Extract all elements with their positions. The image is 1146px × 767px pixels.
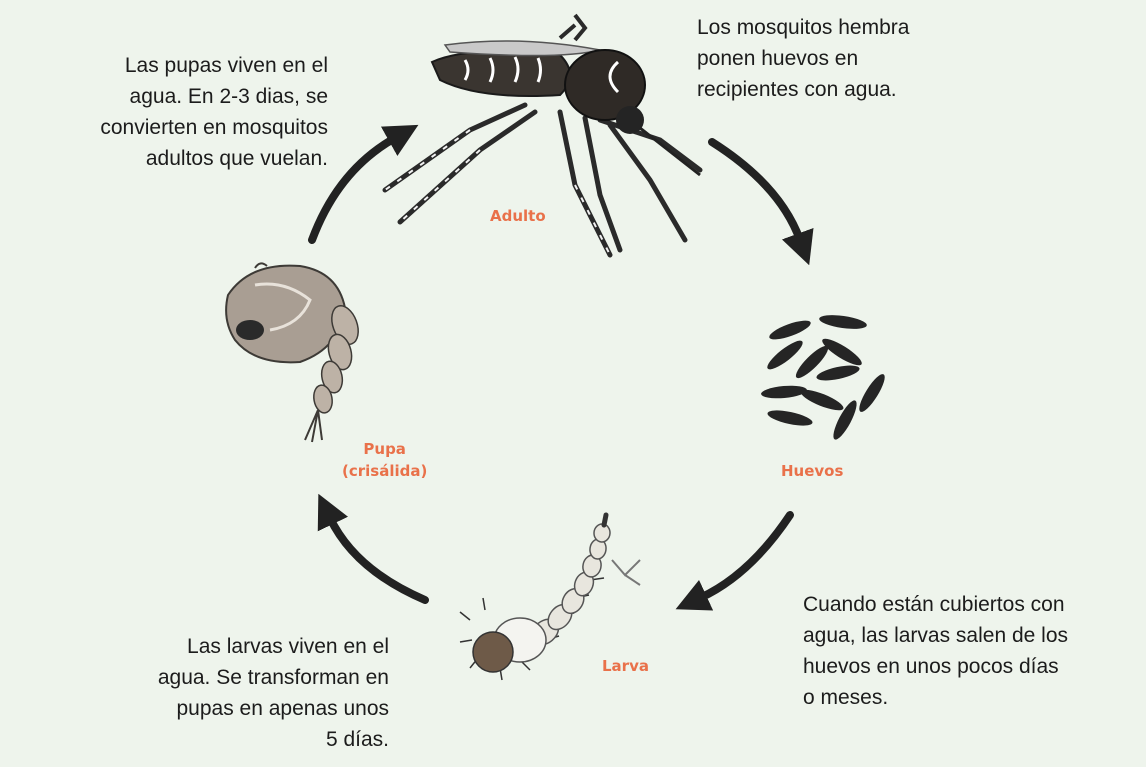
- eggs-description-line: o meses.: [803, 686, 889, 709]
- pupa-description-line: convierten en mosquitos: [100, 116, 328, 139]
- larva-description-line: Las larvas viven en el: [187, 635, 389, 658]
- larva-description-line: 5 días.: [325, 728, 389, 751]
- adult-description-line: recipientes con agua.: [697, 78, 897, 101]
- stage-label-adult-text: Adulto: [490, 207, 546, 225]
- stage-label-adult: Adulto: [490, 205, 546, 227]
- adult-description-line: Los mosquitos hembra: [697, 16, 910, 39]
- pupa-description-line: adultos que vuelan.: [145, 147, 328, 170]
- stage-label-eggs: Huevos: [781, 460, 843, 482]
- eggs-description-line: agua, las larvas salen de los: [803, 624, 1068, 647]
- pupa-description-line: agua. En 2-3 dias, se: [129, 85, 328, 108]
- pupa-description: Las pupas viven en el agua. En 2-3 dias,…: [100, 50, 328, 174]
- arrow-larva-to-pupa: [317, 493, 429, 604]
- larva-description-line: agua. Se transforman en: [157, 666, 389, 689]
- larva-description-line: pupas en apenas unos: [176, 697, 389, 720]
- larva-description: Las larvas viven en el agua. Se transfor…: [158, 631, 389, 755]
- stage-label-pupa-line: Pupa: [363, 440, 406, 458]
- adult-description-line: ponen huevos en: [697, 47, 859, 70]
- pupa-icon: [225, 262, 359, 443]
- eggs-description-line: huevos en unos pocos días: [803, 655, 1059, 678]
- mosquito-adult-icon: [382, 13, 703, 258]
- adult-description: Los mosquitos hembra ponen huevos en rec…: [697, 12, 909, 105]
- stage-label-pupa: Pupa (crisálida): [342, 438, 427, 482]
- stage-label-pupa-line: (crisálida): [342, 462, 428, 480]
- arrow-eggs-to-larva: [675, 511, 794, 611]
- pupa-description-line: Las pupas viven en el: [124, 54, 328, 77]
- stage-label-larva-text: Larva: [602, 657, 649, 675]
- arrow-pupa-to-adult: [308, 124, 419, 244]
- stage-label-larva: Larva: [602, 655, 649, 677]
- stage-label-eggs-text: Huevos: [781, 462, 844, 480]
- larva-icon: [459, 512, 641, 681]
- eggs-icon: [761, 315, 885, 440]
- eggs-description-line: Cuando están cubiertos con: [803, 593, 1065, 616]
- arrow-adult-to-eggs: [708, 138, 814, 266]
- eggs-description: Cuando están cubiertos con agua, las lar…: [803, 589, 1068, 713]
